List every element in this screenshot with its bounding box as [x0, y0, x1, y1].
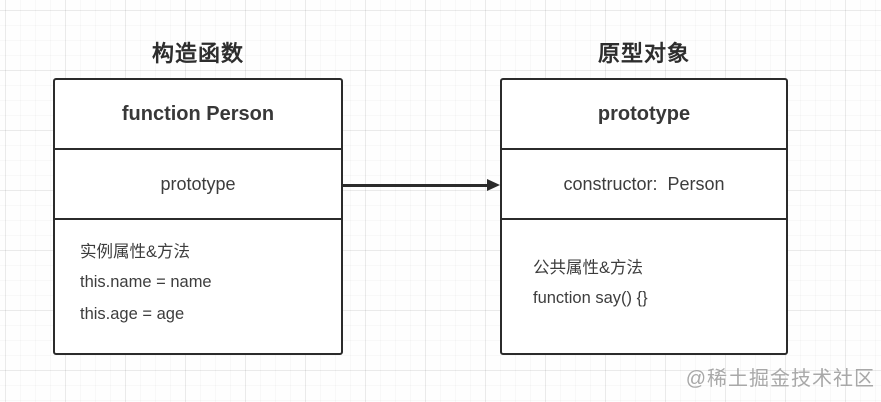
member-line: 公共属性&方法: [533, 259, 644, 277]
member-line: this.name = name: [80, 272, 212, 291]
prototype-box-header: prototype: [502, 80, 786, 150]
constructor-box-header: function Person: [55, 80, 341, 150]
prototype-arrow: [343, 178, 500, 192]
member-line: this.age = age: [80, 304, 185, 323]
arrow-head-icon: [487, 179, 500, 191]
constructor-ref-row: constructor: Person: [502, 150, 786, 220]
prototype-box: prototype constructor: Person 公共属性&方法 fu…: [500, 78, 788, 355]
constructor-box-title: 构造函数: [151, 41, 244, 66]
member-line: 实例属性&方法: [80, 243, 191, 261]
shared-members: 公共属性&方法 function say() {}: [502, 220, 786, 353]
constructor-box: function Person prototype 实例属性&方法 this.n…: [53, 78, 343, 355]
arrow-line: [343, 184, 493, 187]
member-line: function say() {}: [533, 288, 648, 307]
constructor-box-prototype-row: prototype: [55, 150, 341, 220]
watermark: @稀土掘金技术社区: [685, 368, 875, 390]
instance-members: 实例属性&方法 this.name = name this.age = age: [55, 220, 341, 353]
prototype-box-title: 原型对象: [597, 41, 690, 66]
